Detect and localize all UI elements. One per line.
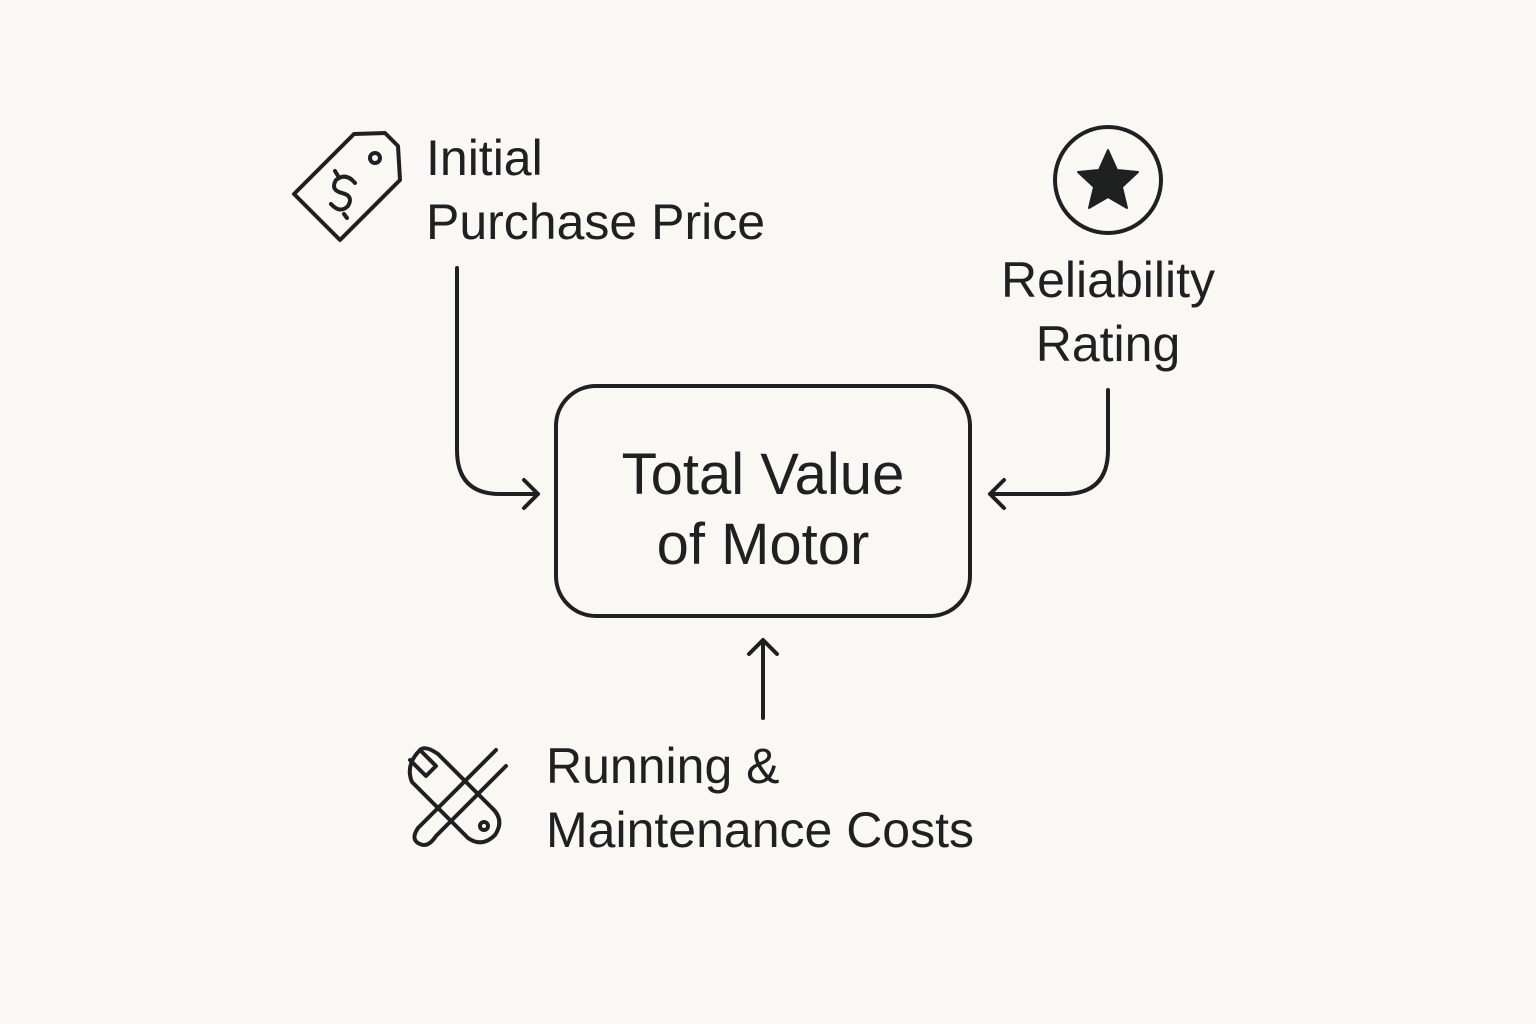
tools-icon [407, 746, 508, 847]
price-line2: Purchase Price [426, 194, 766, 250]
star-icon [1053, 125, 1163, 235]
arrow-price [455, 266, 540, 510]
maintenance-line2: Maintenance Costs [546, 802, 975, 858]
center-box [554, 384, 972, 618]
center-line1: Total Value [621, 442, 905, 507]
arrow-maintenance [747, 638, 779, 720]
reliability-line1: Reliability [1001, 252, 1215, 308]
reliability-line2: Rating [1035, 316, 1181, 372]
input-label-maintenance: Running & Maintenance Costs [546, 734, 974, 862]
center-label: Total Value of Motor [556, 440, 970, 580]
maintenance-line1: Running & [546, 738, 780, 794]
price-tag-icon [292, 131, 402, 242]
center-line2: of Motor [656, 512, 870, 577]
price-line1: Initial [426, 130, 543, 186]
input-label-price: Initial Purchase Price [426, 126, 765, 254]
arrow-reliability [988, 388, 1110, 510]
input-label-reliability: Reliability Rating [968, 248, 1248, 376]
